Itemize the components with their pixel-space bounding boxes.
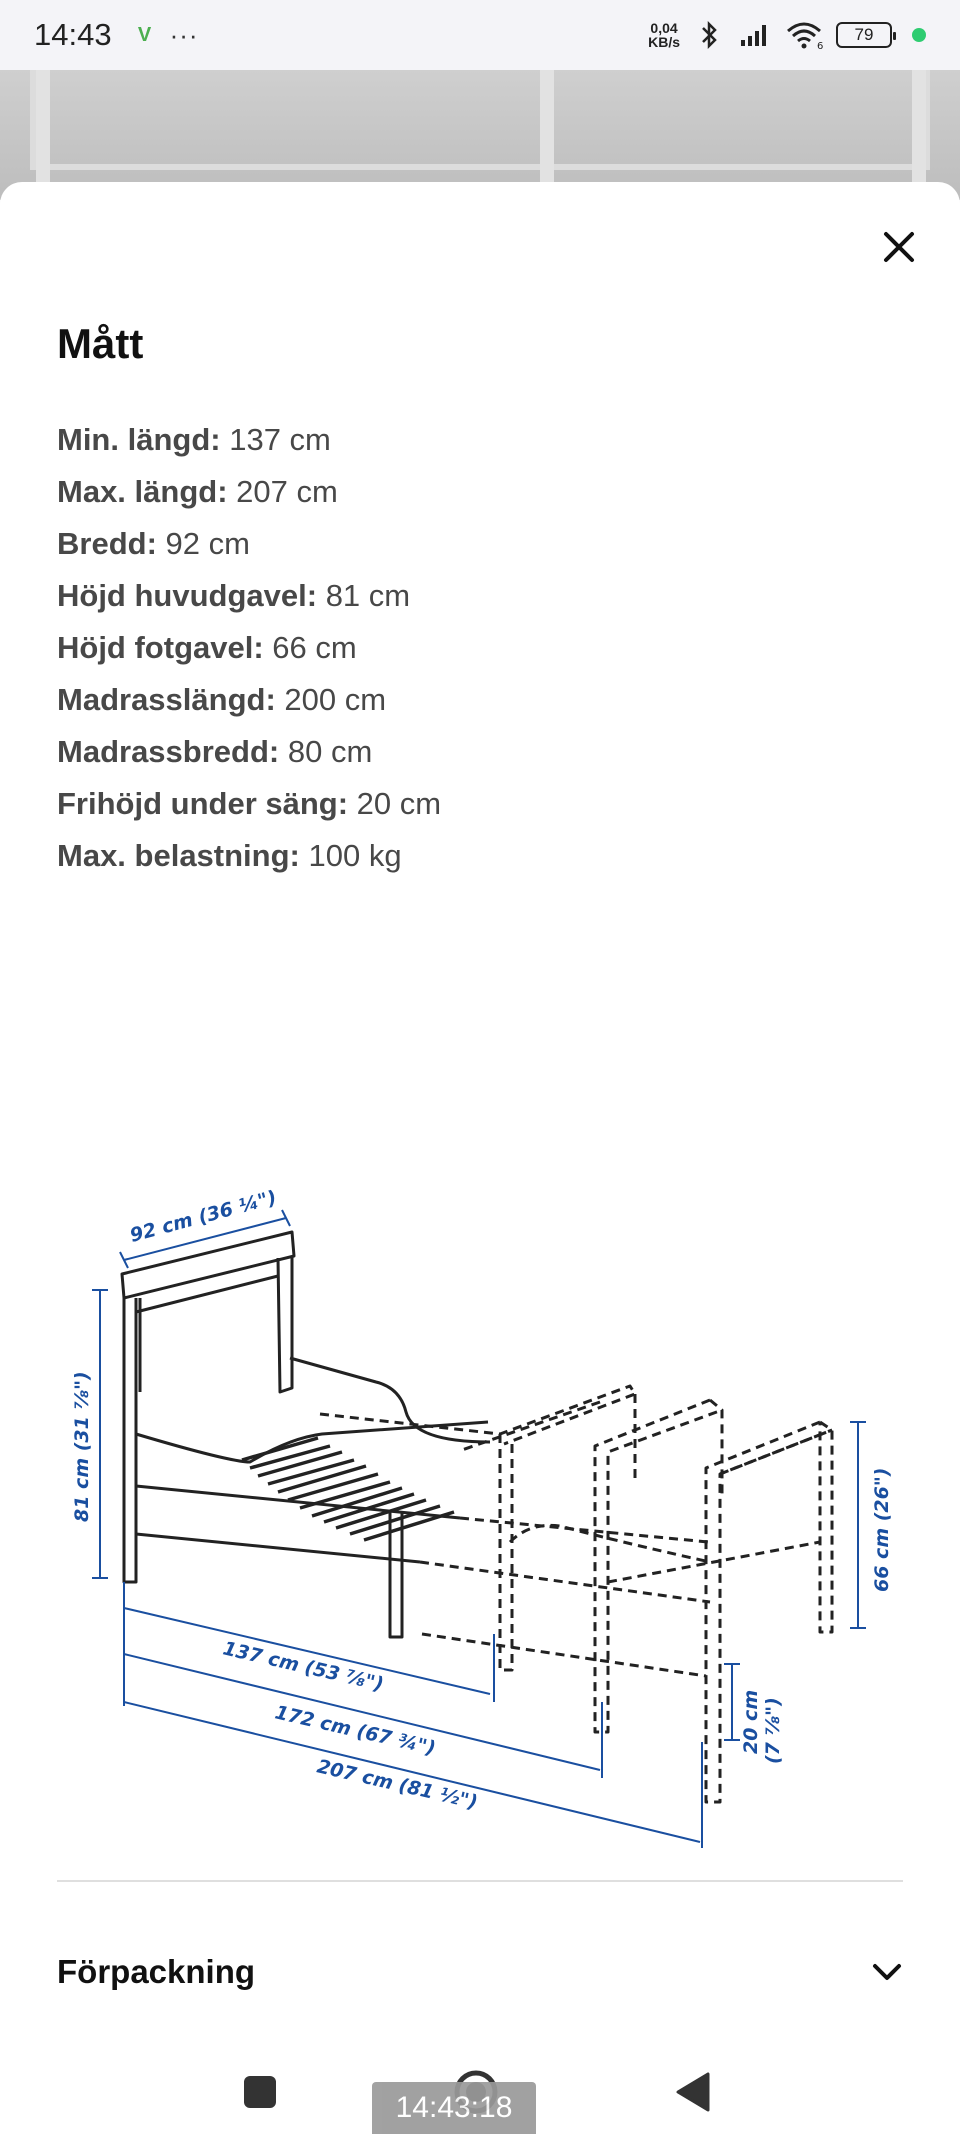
spec-item-max-load: Max. belastning: 100 kg: [57, 838, 402, 873]
privacy-indicator-dot: [912, 28, 926, 42]
spec-item-max-length: Max. längd: 207 cm: [57, 474, 338, 509]
close-button[interactable]: [872, 220, 926, 274]
network-generation: 6: [817, 41, 823, 50]
packaging-section-title: Förpackning: [57, 1953, 256, 1990]
bluetooth-icon: [702, 20, 717, 50]
diagram-label-clearance-cm: 20 cm: [740, 1690, 762, 1754]
battery-level: 79: [854, 25, 874, 44]
network-speed: 0,04 KB/s: [648, 21, 680, 49]
screenshot-timestamp: 14:43:18: [372, 2082, 536, 2134]
signal-icon: [741, 25, 766, 46]
diagram-label-width: 92 cm (36 ¼"): [128, 1187, 279, 1247]
diagram-label-min-length: 137 cm (53 ⅞"): [221, 1637, 386, 1695]
dimensions-sheet: Mått Min. längd: 137 cm Max. längd: 207 …: [0, 182, 960, 2134]
dimension-diagram: 92 cm (36 ¼") 81 cm (31 ⅞") 66 cm (26") …: [71, 1187, 893, 1848]
product-photo-background: [0, 70, 960, 200]
chevron-down-icon: [873, 1964, 901, 1980]
spec-item-width: Bredd: 92 cm: [57, 526, 250, 561]
spec-item-clearance: Frihöjd under säng: 20 cm: [57, 786, 442, 821]
diagram-label-head-height: 81 cm (31 ⅞"): [71, 1371, 93, 1522]
network-speed-value: 0,04: [650, 20, 678, 36]
spec-item-mattress-length: Madrasslängd: 200 cm: [57, 682, 387, 717]
recents-button[interactable]: [230, 2062, 290, 2122]
navigation-bar: 14:43:18: [0, 2044, 960, 2134]
app-notification-icon: V: [137, 23, 152, 46]
spec-item-headboard-height: Höjd huvudgavel: 81 cm: [57, 578, 411, 613]
back-button[interactable]: [662, 2062, 722, 2122]
spec-list: Min. längd: 137 cm Max. längd: 207 cm Br…: [57, 414, 441, 882]
diagram-label-max-length: 207 cm (81 ½"): [315, 1755, 480, 1813]
back-icon: [676, 2072, 710, 2112]
status-time: 14:43: [34, 17, 112, 52]
status-bar: 14:43 V ··· 0,04 KB/s 6 79: [0, 0, 960, 70]
spec-item-footboard-height: Höjd fotgavel: 66 cm: [57, 630, 357, 665]
diagram-label-clearance-in: (7 ⅞"): [762, 1697, 784, 1764]
diagram-label-foot-height: 66 cm (26"): [871, 1468, 893, 1592]
close-icon: [884, 232, 914, 262]
wifi-icon: 6: [787, 22, 823, 50]
recents-icon: [244, 2076, 276, 2108]
network-speed-unit: KB/s: [648, 34, 680, 50]
spec-item-mattress-width: Madrassbredd: 80 cm: [57, 734, 373, 769]
packaging-section-toggle[interactable]: Förpackning: [57, 1942, 903, 2002]
more-notifications-icon: ···: [169, 19, 199, 50]
sheet-title: Mått: [57, 320, 144, 367]
section-divider: [57, 1880, 903, 1882]
spec-item-min-length: Min. längd: 137 cm: [57, 422, 331, 457]
battery-icon: 79: [836, 22, 896, 48]
